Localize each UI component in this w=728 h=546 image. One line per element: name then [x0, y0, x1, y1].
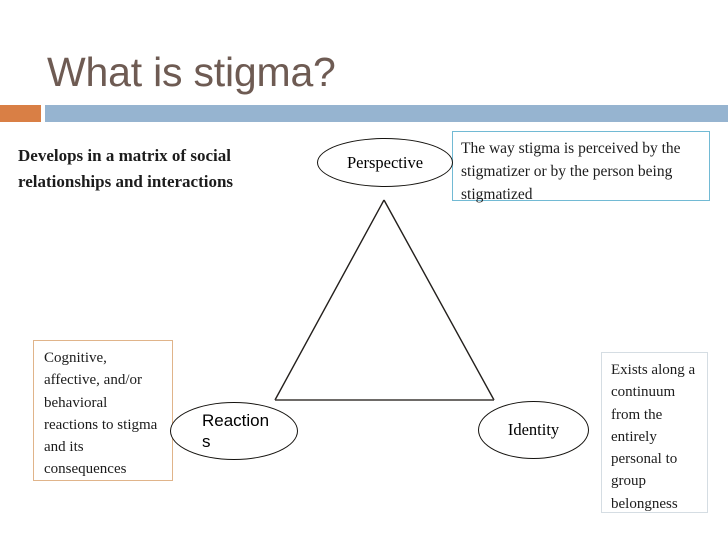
diagram-node-perspective-label: Perspective — [346, 152, 424, 172]
diagram-node-perspective: Perspective — [317, 138, 453, 187]
callout-perception-description: The way stigma is perceived by the stigm… — [452, 131, 710, 203]
callout-reactions-description: Cognitive, affective, and/or behavioral … — [33, 340, 173, 481]
edge-perspective-identity — [383, 199, 495, 401]
accent-line — [45, 105, 728, 122]
callout-identity-description: Exists along a continuum from the entire… — [601, 352, 708, 513]
diagram-node-reactions: Reactions — [170, 402, 298, 460]
diagram-node-reactions-label: Reactions — [202, 411, 270, 451]
callout-develops-in-a-matrix: Develops in a matrix of social relations… — [18, 143, 243, 195]
title-accent-bar — [0, 105, 728, 122]
diagram-node-identity: Identity — [478, 401, 589, 459]
accent-square — [0, 105, 41, 122]
diagram-node-identity-label: Identity — [507, 420, 560, 439]
edge-perspective-reactions — [274, 199, 385, 401]
page-title: What is stigma? — [47, 49, 336, 95]
